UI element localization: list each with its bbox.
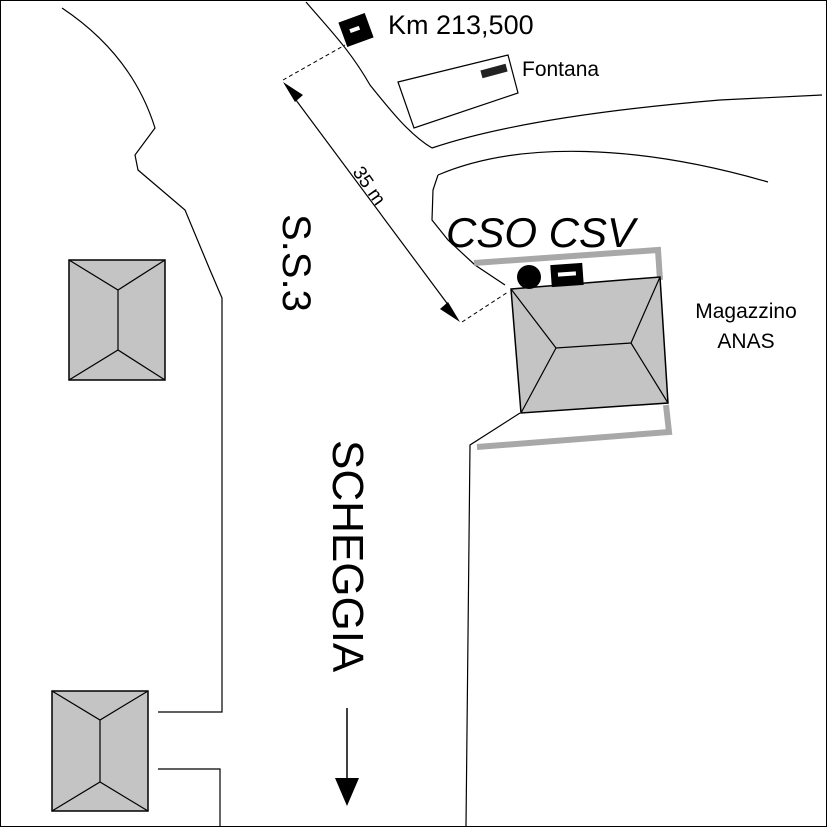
road-edge-east-mid (431, 174, 506, 286)
road-edge-east-lower (465, 412, 521, 827)
building-southwest (51, 690, 149, 812)
town-label: SCHEGGIA (323, 440, 372, 673)
dimension-arrow-bottom (440, 302, 460, 322)
direction-arrow-icon (335, 778, 359, 806)
km-marker-inner (349, 25, 361, 33)
road-name-label: S.S.3 (274, 214, 318, 312)
dimension-extension-bottom (461, 291, 509, 323)
dimension-arrow-top (283, 82, 303, 102)
road-edge-east-upper (305, 1, 433, 149)
station-circle-icon (517, 265, 541, 289)
road-edge-west (61, 7, 223, 713)
building-northwest (68, 259, 166, 381)
station-square-slot (557, 271, 577, 277)
warehouse-label-line2: ANAS (717, 330, 774, 353)
warehouse-yard-outline (473, 246, 673, 450)
fountain-label: Fontana (522, 58, 599, 81)
station-codes-label: CSO CSV (446, 209, 639, 256)
fountain-area (397, 54, 519, 129)
km-marker-label: Km 213,500 (388, 10, 534, 40)
road-edge-northeast (431, 94, 823, 149)
warehouse-label-line1: Magazzino (695, 300, 797, 323)
dimension-extension-top (282, 44, 346, 81)
dimension-line (289, 91, 453, 311)
road-edge-curve-east (437, 150, 769, 183)
road-edge-west-lower (158, 768, 221, 826)
fountain-marker-icon (480, 63, 508, 79)
warehouse-building (510, 276, 669, 414)
